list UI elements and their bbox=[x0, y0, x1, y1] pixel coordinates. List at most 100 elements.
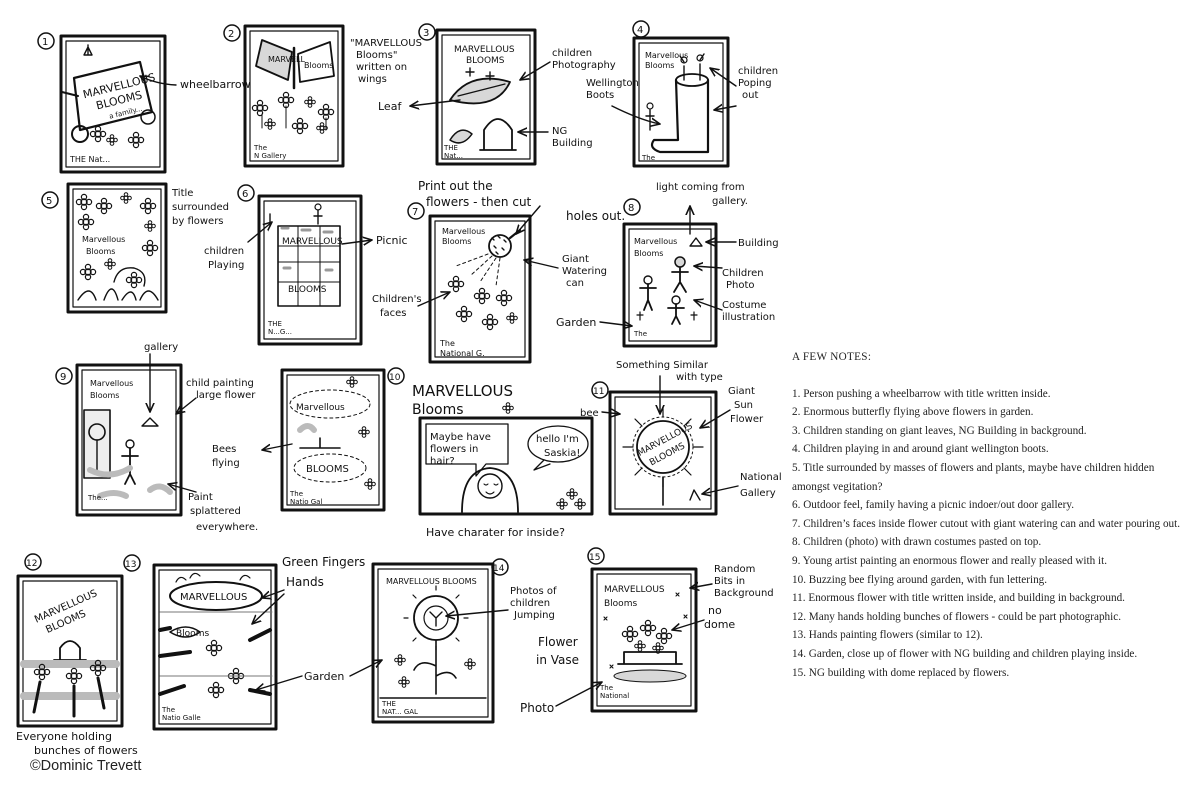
sketch-9-annotation-everywhere: everywhere. bbox=[196, 522, 258, 533]
sketch-10-title-line1: Marvellous bbox=[296, 403, 345, 413]
sketch-10-bubble-2-line2: Saskia! bbox=[544, 448, 580, 459]
sketch-12-annotation-line2: bunches of flowers bbox=[34, 744, 138, 757]
sketch-4-number: 4 bbox=[637, 25, 643, 36]
sketch-12-annotation-line1: Everyone holding bbox=[16, 730, 112, 743]
sketch-13-footer-line2: Natio Galle bbox=[162, 714, 201, 722]
sketch-2-annotation-3: written on bbox=[356, 62, 407, 73]
note-item: 11. Enormous flower with title written i… bbox=[792, 592, 1125, 605]
sketch-3-title-line2: BLOOMS bbox=[466, 56, 505, 66]
sketch-14-annotation-photos: Photos of bbox=[510, 586, 557, 597]
sketch-13-title-line2: Blooms bbox=[176, 629, 209, 639]
sketch-11-annotation-with-type: with type bbox=[676, 372, 723, 383]
sketch-3-annotation-leaf: Leaf bbox=[378, 100, 402, 113]
sketch-14-title: MARVELLOUS BLOOMS bbox=[386, 577, 477, 586]
note-item: 8. Children (photo) with drawn costumes … bbox=[792, 536, 1042, 549]
sketch-14-annotation-in-vase: in Vase bbox=[536, 653, 579, 667]
sketch-7-annotation-top-1: Print out the bbox=[418, 179, 493, 193]
sketch-15-footer-line2: National bbox=[600, 692, 629, 700]
sketch-15: 15 MARVELLOUS Blooms The National Random… bbox=[587, 547, 774, 713]
sketch-15-number: 15 bbox=[589, 553, 600, 563]
sketch-5-title-line2: Blooms bbox=[86, 247, 115, 256]
sketch-6: 6 MARVELLOUS BLOOMS THE N...G... childre… bbox=[204, 184, 408, 346]
sketch-15-annotation-bits-in: Bits in bbox=[714, 576, 745, 587]
sketch-7-title-line2: Blooms bbox=[442, 237, 471, 246]
sketch-14-annotation-photo: Photo bbox=[520, 701, 554, 715]
sketch-3-annotation-photography: Photography bbox=[552, 60, 616, 71]
note-item: 14. Garden, close up of flower with NG b… bbox=[792, 647, 1138, 660]
note-item: 10. Buzzing bee flying around garden, wi… bbox=[792, 573, 1048, 586]
sketch-11-annotation-something-similar: Something Similar bbox=[616, 360, 709, 371]
sketch-6-annotation-playing: Playing bbox=[208, 260, 244, 271]
sketch-7-footer-line2: National G. bbox=[440, 349, 485, 358]
sketch-13: 13 MARVELLOUS Blooms The Natio Galle Gre… bbox=[123, 554, 382, 731]
sketch-4-annotation-out: out bbox=[742, 90, 758, 101]
sketch-6-annotation-children: children bbox=[204, 246, 244, 257]
sketch-3-footer-line1: THE bbox=[443, 144, 458, 152]
sketch-9-number: 9 bbox=[60, 372, 66, 383]
sketch-8-annotation-children: Children bbox=[722, 268, 764, 279]
sketch-2-footer-line2: N Gallery bbox=[254, 152, 286, 160]
sketch-3-number: 3 bbox=[423, 28, 429, 39]
note-item: 9. Young artist painting an enormous flo… bbox=[792, 554, 1108, 567]
sketch-7-annotation-top-2: flowers - then cut bbox=[426, 195, 532, 209]
sketch-6-footer-line1: THE bbox=[267, 320, 282, 328]
sketch-7-annotation-giant: Giant bbox=[562, 254, 589, 265]
sketch-13-annotation-garden: Garden bbox=[304, 670, 344, 683]
sketch-9-title-line1: Marvellous bbox=[90, 379, 133, 388]
sketch-1-footer: THE Nat... bbox=[69, 155, 110, 164]
note-item: 4. Children playing in and around giant … bbox=[792, 443, 1049, 456]
sketch-3-title-line1: MARVELLOUS bbox=[454, 45, 515, 55]
sketch-14-annotation-children: children bbox=[510, 598, 550, 609]
notes-list: 1. Person pushing a wheelbarrow with tit… bbox=[792, 385, 1192, 683]
sketch-15-annotation-dome: dome bbox=[704, 618, 735, 631]
notes-panel: A FEW NOTES: 1. Person pushing a wheelba… bbox=[792, 348, 1192, 682]
note-item: 6. Outdoor feel, family having a picnic … bbox=[792, 499, 1074, 512]
sketch-8-annotation-garden: Garden bbox=[556, 316, 596, 329]
sketch-4-annotation-boots: Boots bbox=[586, 90, 614, 101]
sketch-2-annotation-1: "MARVELLOUS bbox=[350, 38, 422, 49]
sketch-8-annotation-costume: Costume bbox=[722, 300, 766, 311]
sketch-7-annotation-faces: faces bbox=[380, 308, 407, 319]
sketch-9: 9 Marvellous Blooms The... gallery child… bbox=[55, 342, 258, 533]
sketch-8-annotation-building: Building bbox=[738, 238, 779, 249]
sketch-13-annotation-green-fingers: Green Fingers bbox=[282, 555, 365, 569]
sketch-11-annotation-giant: Giant bbox=[728, 386, 755, 397]
sketch-11-annotation-bee: bee bbox=[580, 408, 599, 419]
sketch-7-footer-line1: The bbox=[439, 339, 455, 348]
sketch-2-footer-line1: The bbox=[253, 144, 267, 152]
sketch-9-annotation-child-painting: child painting bbox=[186, 378, 254, 389]
sketch-7-annotation-watering: Watering bbox=[562, 266, 607, 277]
sketch-9-title-line2: Blooms bbox=[90, 391, 119, 400]
sketch-3-annotation-ng: NG bbox=[552, 126, 567, 137]
sketch-3-footer-line2: Nat... bbox=[444, 152, 463, 160]
sketch-6-number: 6 bbox=[242, 189, 248, 200]
sketch-4-annotation-wellington: Wellington bbox=[586, 78, 639, 89]
sketch-10-annotation-character: Have charater for inside? bbox=[426, 526, 565, 539]
sketch-11-annotation-sun: Sun bbox=[734, 400, 753, 411]
note-item: 1. Person pushing a wheelbarrow with tit… bbox=[792, 387, 1051, 400]
sketch-13-title-line1: MARVELLOUS bbox=[180, 592, 247, 603]
sketch-10-annotation-flying: flying bbox=[212, 458, 240, 469]
sketch-7-annotation-top-3: holes out. bbox=[566, 209, 625, 223]
sketch-10-heading-line2: Blooms bbox=[412, 402, 464, 418]
sketch-8-annotation-illustration: illustration bbox=[722, 312, 775, 323]
sketch-4-title-line2: Blooms bbox=[645, 61, 674, 70]
sketch-11-number: 11 bbox=[593, 387, 604, 397]
sketch-7-number: 7 bbox=[412, 207, 418, 218]
sketch-9-annotation-large-flower: large flower bbox=[196, 390, 256, 401]
sketch-9-footer: The... bbox=[87, 494, 108, 502]
sketch-6-footer-line2: N...G... bbox=[268, 328, 292, 336]
sketch-12-number: 12 bbox=[26, 559, 37, 569]
sketch-1-annotation: wheelbarrow bbox=[180, 78, 251, 91]
sketch-8-title-line1: Marvellous bbox=[634, 237, 677, 246]
sketch-5-annotation-1: Title bbox=[171, 188, 193, 199]
sketch-15-annotation-no: no bbox=[708, 604, 722, 617]
sketch-13-footer-line1: The bbox=[161, 706, 175, 714]
note-item: 12. Many hands holding bunches of flower… bbox=[792, 610, 1122, 623]
sketch-10-footer-line2: Natio Gal bbox=[290, 498, 322, 506]
sketch-10-annotation-bees: Bees bbox=[212, 444, 236, 455]
sketch-11-annotation-gallery: Gallery bbox=[740, 488, 776, 499]
sketch-15-title-line1: MARVELLOUS bbox=[604, 585, 665, 595]
sketch-15-title-line2: Blooms bbox=[604, 599, 637, 609]
